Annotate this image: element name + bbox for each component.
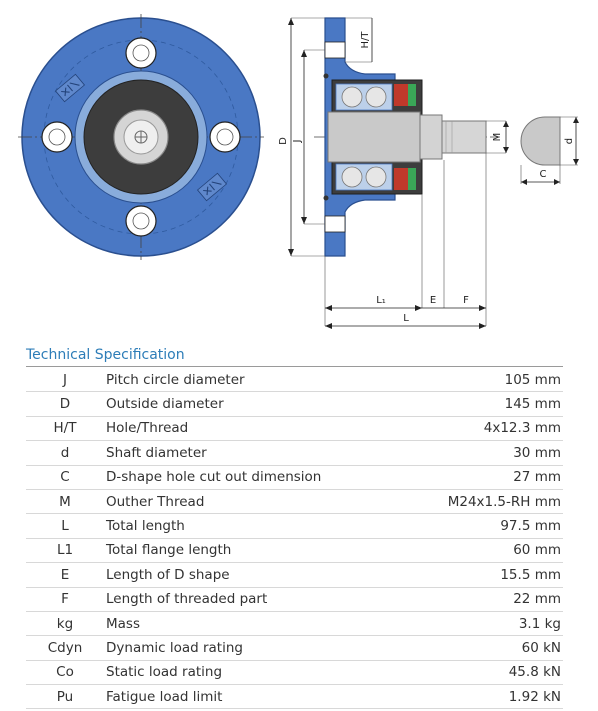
- threaded-end: [441, 120, 487, 154]
- spec-description: Fatigue load limit: [104, 684, 404, 710]
- dim-d-outer: [288, 18, 294, 256]
- spec-value: 105 mm: [403, 368, 563, 393]
- spec-symbol: L: [26, 513, 104, 539]
- spec-symbol: kg: [26, 611, 104, 637]
- seal-lower: [394, 168, 416, 190]
- spec-description: D-shape hole cut out dimension: [104, 465, 404, 490]
- spec-description: Hole/Thread: [104, 416, 404, 442]
- spec-value: 3.1 kg: [403, 611, 563, 637]
- spec-description: Outside diameter: [104, 391, 404, 417]
- spec-value: 30 mm: [403, 440, 563, 466]
- spec-value: 45.8 kN: [403, 660, 563, 686]
- dim-l1: [325, 305, 422, 311]
- spec-symbol: d: [26, 440, 104, 466]
- bolt-hole: [209, 121, 241, 153]
- spec-symbol: Pu: [26, 684, 104, 710]
- dim-j: [301, 50, 307, 224]
- spec-value: 22 mm: [403, 587, 563, 612]
- spec-title: Technical Specification: [26, 347, 185, 363]
- spec-value: 4x12.3 mm: [403, 416, 563, 442]
- embossed-logo-mark: [54, 73, 86, 103]
- spec-description: Length of D shape: [104, 562, 404, 588]
- label-l1: L₁: [376, 295, 386, 306]
- bolt-hole: [41, 121, 73, 153]
- shaft-section: [327, 111, 421, 163]
- spec-symbol: H/T: [26, 416, 104, 442]
- spec-divider: [26, 366, 563, 367]
- label-j: J: [292, 140, 303, 144]
- spec-value: 27 mm: [403, 465, 563, 490]
- d-shape-profile: [520, 116, 561, 166]
- spec-symbol: M: [26, 489, 104, 515]
- technical-drawing: D J H/T M L₁ E F L d C: [18, 14, 579, 329]
- label-l: L: [403, 313, 409, 324]
- spec-description: Dynamic load rating: [104, 635, 404, 661]
- spec-value: 97.5 mm: [403, 513, 563, 539]
- spec-symbol: J: [26, 368, 104, 393]
- spec-symbol: F: [26, 587, 104, 612]
- seal-upper: [394, 84, 416, 106]
- spec-symbol: Co: [26, 660, 104, 686]
- label-e: E: [430, 295, 436, 306]
- spec-value: 15.5 mm: [403, 562, 563, 588]
- spec-description: Shaft diameter: [104, 440, 404, 466]
- spec-value: 60 mm: [403, 538, 563, 564]
- label-m: M: [492, 133, 503, 142]
- spec-value: 1.92 kN: [403, 684, 563, 710]
- spec-description: Total length: [104, 513, 404, 539]
- bolt-holes: [41, 37, 241, 237]
- spec-description: Pitch circle diameter: [104, 368, 404, 393]
- d-shape-section: [419, 114, 443, 160]
- spec-value: 60 kN: [403, 635, 563, 661]
- spec-symbol: C: [26, 465, 104, 490]
- spec-symbol: L1: [26, 538, 104, 564]
- embossed-logo-mark: [196, 172, 228, 202]
- dim-f: [444, 305, 486, 311]
- spec-symbol: E: [26, 562, 104, 588]
- spec-symbol: Cdyn: [26, 635, 104, 661]
- spec-value: 145 mm: [403, 391, 563, 417]
- spec-description: Total flange length: [104, 538, 404, 564]
- d-shape-end-view: d C: [520, 116, 579, 185]
- label-d: d: [564, 138, 575, 144]
- spec-description: Outher Thread: [104, 489, 404, 515]
- front-view: [18, 14, 264, 260]
- bolt-slot: [324, 215, 346, 233]
- dim-m: [503, 121, 509, 153]
- label-f: F: [463, 295, 469, 306]
- label-ht: H/T: [360, 31, 371, 49]
- bolt-hole: [125, 205, 157, 237]
- side-section-view: D J H/T M L₁ E F L: [278, 17, 509, 329]
- spec-value: M24x1.5-RH mm: [403, 489, 563, 515]
- dim-l: [325, 323, 486, 329]
- bearing-lower: [335, 163, 393, 191]
- spec-description: Mass: [104, 611, 404, 637]
- spec-description: Length of threaded part: [104, 587, 404, 612]
- bolt-hole: [125, 37, 157, 69]
- bearing-upper: [335, 83, 393, 111]
- label-d-outer: D: [278, 137, 289, 145]
- bolt-slot: [324, 41, 346, 59]
- spec-symbol: D: [26, 391, 104, 417]
- spec-description: Static load rating: [104, 660, 404, 686]
- label-c: C: [540, 169, 547, 180]
